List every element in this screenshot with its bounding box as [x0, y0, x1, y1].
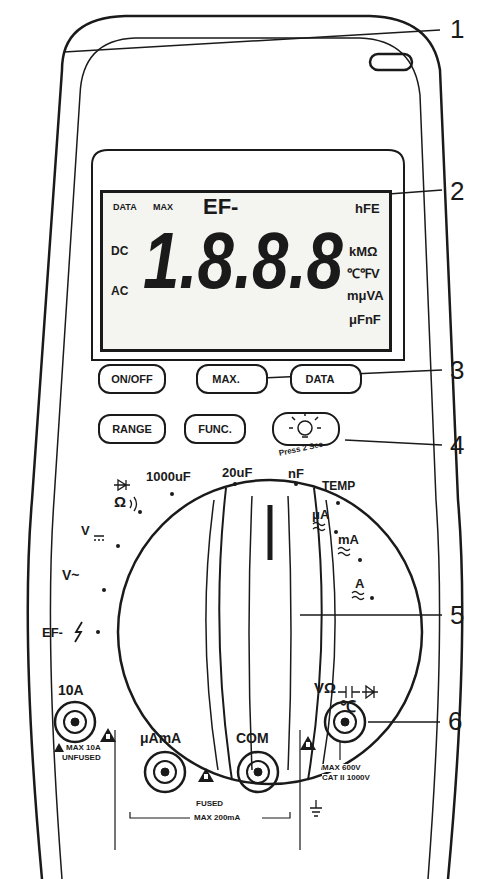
dc-symbol: [94, 536, 104, 540]
max-button: MAX.: [196, 364, 268, 394]
capacitor-symbol: [338, 686, 360, 698]
jack-label: ℃: [340, 699, 356, 715]
rating-note: MAX 600V: [322, 764, 361, 772]
diode-symbol: [362, 686, 378, 698]
rating-note: FUSED: [196, 800, 223, 808]
lightning-symbol: [75, 622, 82, 642]
dial-label: TEMP: [322, 480, 355, 492]
dial-label: mA: [338, 533, 359, 546]
button-label: RANGE: [112, 423, 152, 435]
lcd-segment-text: kMΩ: [349, 245, 377, 258]
lcd-segment-text: EF-: [203, 196, 238, 218]
lcd-segment-text: DC: [111, 245, 128, 257]
rating-note: CAT II 1000V: [322, 774, 370, 782]
button-label: ON/OFF: [111, 373, 153, 385]
ground-symbol: [310, 800, 322, 816]
dial-label: 20uF: [222, 466, 252, 479]
panel-divider: [115, 730, 300, 850]
data-button: DATA: [290, 364, 362, 394]
callout-number: 4: [450, 432, 464, 458]
beep-symbol: [130, 497, 137, 511]
rating-note: MAX 10A: [66, 744, 101, 752]
lcd-segment-text: μFnF: [349, 313, 381, 326]
housing-outline: [28, 16, 462, 879]
jack-label: VΩ: [314, 680, 336, 695]
callout-number: 1: [450, 16, 464, 42]
callout-number: 5: [450, 602, 464, 628]
warning-triangle: [54, 743, 64, 752]
power-button: ON/OFF: [98, 364, 166, 394]
lcd-segment-text: ℃℉V: [347, 267, 380, 280]
dial-grip: [219, 488, 321, 780]
hanger-slot: [370, 54, 412, 70]
callout-number: 3: [450, 357, 464, 383]
func-button: FUNC.: [184, 414, 246, 444]
warning-triangle: [198, 768, 214, 782]
lcd-frame: [92, 150, 404, 360]
leader-line: [345, 440, 442, 445]
dial-label: nF: [288, 467, 304, 480]
button-label: DATA: [306, 373, 335, 385]
callout-number: 6: [448, 708, 462, 734]
leader-line: [64, 30, 440, 52]
rotary-dial: [118, 480, 422, 784]
dial-label: V: [81, 524, 90, 537]
input-jack: [145, 752, 185, 792]
diode-symbol: [114, 480, 130, 490]
dial-label: V~: [62, 568, 80, 582]
lcd-segment-text: DATA: [113, 203, 137, 212]
rating-note: UNFUSED: [62, 754, 101, 762]
range-button: RANGE: [98, 414, 166, 444]
rating-note: MAX 200mA: [194, 814, 240, 822]
jack-label: μAmA: [140, 731, 181, 745]
bezel-outline: [50, 38, 439, 879]
lcd-segment-text: AC: [111, 285, 128, 297]
jack-label: COM: [236, 731, 269, 745]
lcd-segment-text: hFE: [355, 202, 380, 215]
backlight-button: Press 2 Sec: [272, 412, 340, 446]
lcd-display: DATA MAX EF-hFE DC AC 1.8.8.8 kMΩ ℃℉V mμVA μFnF: [100, 190, 392, 352]
bulb-icon: [298, 421, 312, 435]
button-label: Press 2 Sec: [278, 440, 324, 458]
dial-label: μA: [312, 508, 329, 521]
button-label: FUNC.: [198, 423, 232, 435]
dial-label: 1000uF: [146, 470, 191, 483]
lcd-segment-text: MAX: [153, 203, 173, 212]
input-jack: [238, 752, 278, 792]
dial-label: Ω: [114, 494, 126, 509]
callout-number: 2: [450, 178, 464, 204]
dial-label: EF-: [42, 626, 63, 639]
dial-label: A: [355, 577, 364, 590]
leader-line: [368, 721, 440, 723]
acdc-symbol: [313, 523, 325, 531]
jack-label: 10A: [58, 683, 84, 697]
button-label: MAX.: [212, 373, 240, 385]
lcd-segment-text: mμVA: [347, 289, 384, 302]
input-jack: [55, 702, 95, 742]
warning-triangle: [300, 736, 316, 750]
dial-pointer: [268, 505, 273, 560]
warning-triangle: [100, 728, 116, 742]
lcd-segment-text: 1.8.8.8: [143, 221, 343, 301]
